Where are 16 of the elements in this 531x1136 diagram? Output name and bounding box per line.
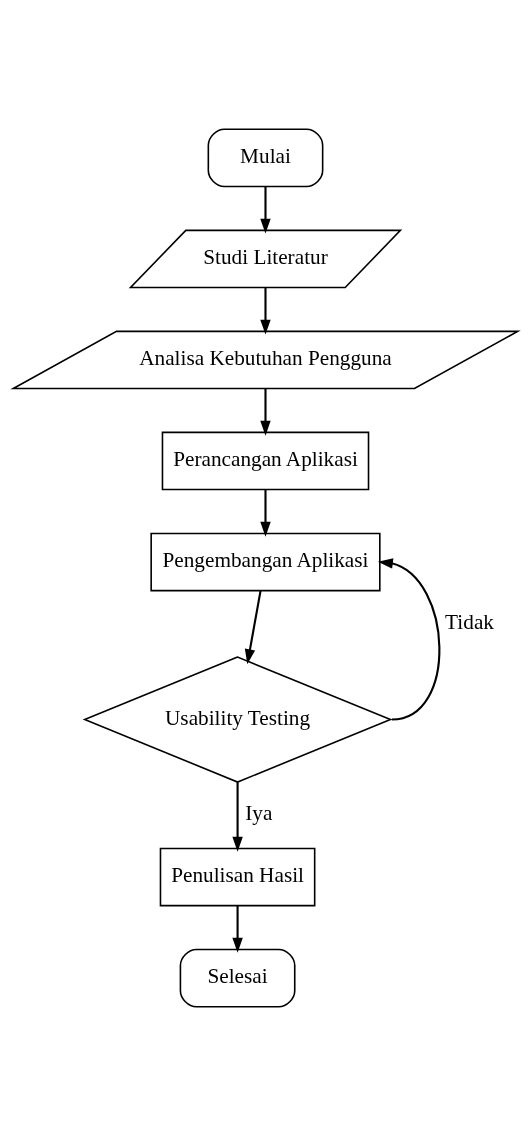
node-box: Selesai xyxy=(179,948,296,1008)
arrow xyxy=(260,489,271,537)
arrow xyxy=(260,287,271,335)
arrow xyxy=(232,905,243,953)
node-diamond: Usability Testing xyxy=(82,656,393,783)
arrow xyxy=(377,558,441,721)
node-box: Pengembangan Aplikasi xyxy=(150,532,381,592)
arrow xyxy=(244,590,262,665)
arrow xyxy=(260,388,271,436)
edge-label: Tidak xyxy=(445,609,494,634)
node-box: Mulai xyxy=(207,128,324,188)
arrow xyxy=(232,782,243,852)
node-box: Penulisan Hasil xyxy=(159,847,316,907)
node-box: Perancangan Aplikasi xyxy=(161,431,370,491)
edge-label: Iya xyxy=(245,801,273,826)
arrow xyxy=(260,186,271,234)
